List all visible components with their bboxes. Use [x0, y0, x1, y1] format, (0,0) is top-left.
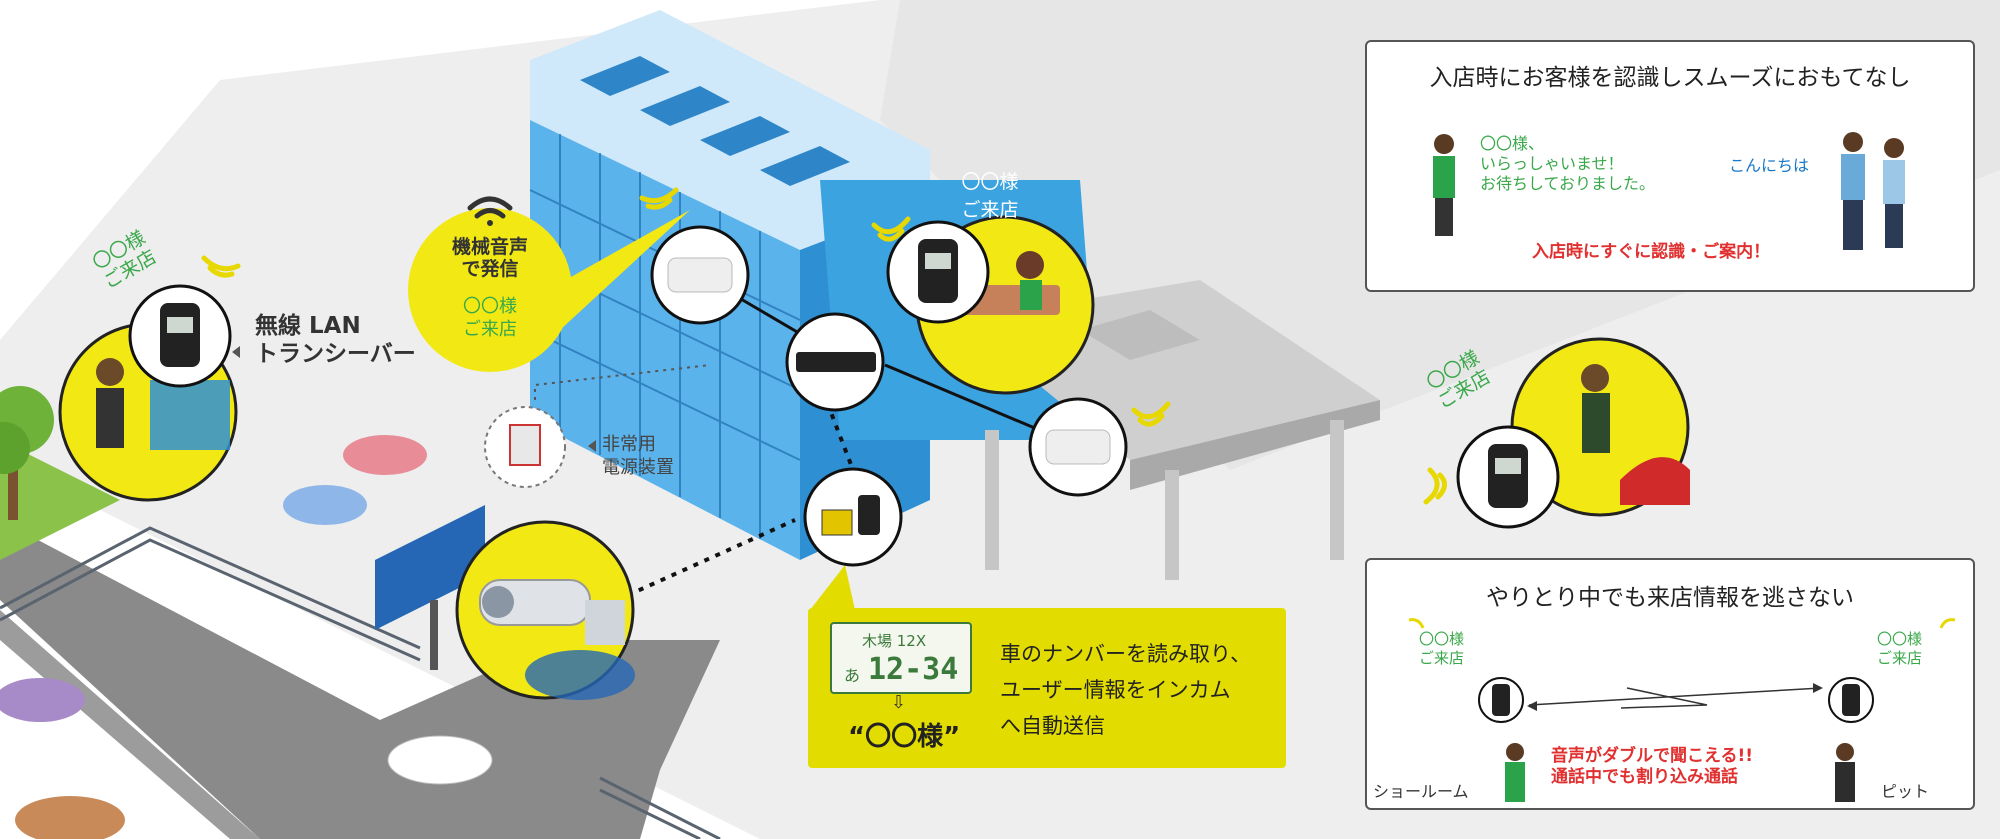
plate-hiragana: あ: [844, 666, 861, 685]
voice-bubble-text: 機械音声 で発信: [440, 236, 540, 280]
plate-top-text: 木場 12X: [862, 632, 927, 650]
panel-bottom-note: 音声がダブルで聞こえる!! 通話中でも割り込み通話: [1551, 746, 1753, 788]
access-point-icon: [667, 257, 733, 293]
plate-recognition-box: 木場 12X あ 12-34 ⇩ “〇〇様” 車のナンバーを読み取り、 ユーザー…: [808, 608, 1286, 768]
battery-circle: [803, 467, 903, 567]
transceiver-icon: [1478, 677, 1524, 723]
fence-left: [0, 526, 421, 662]
voice-bubble-guest: 〇〇様 ご来店: [440, 295, 540, 341]
staff-line1: 〇〇様、: [1480, 134, 1545, 153]
ups-label-line2: 電源装置: [602, 457, 674, 478]
sign-tower-text: 〇〇様 ご来店: [935, 168, 1045, 224]
plate-desc-line3: へ自動送信: [1000, 714, 1105, 738]
plate-result: “〇〇様”: [848, 722, 961, 752]
panel-entry-recognition: 入店時にお客様を認識しスムーズにおもてなし 〇〇様、 いらっしゃいませ！ お待ち…: [1365, 40, 1975, 292]
transceiver-icon: [1828, 677, 1874, 723]
staff-line2: いらっしゃいませ！: [1480, 154, 1624, 173]
panel-right-tag1: 〇〇様: [1877, 630, 1923, 648]
transceiver-label-line2: トランシーバー: [255, 341, 416, 367]
tree: [0, 386, 54, 520]
panel-top-title: 入店時にお客様を認識しスムーズにおもてなし: [1429, 65, 1911, 91]
voice-guest-line1: 〇〇様: [463, 296, 517, 317]
plate-desc-line2: ユーザー情報をインカム: [1000, 678, 1231, 702]
wifi-waves-panel: [1408, 618, 1956, 629]
voice-guest-line2: ご来店: [463, 319, 517, 340]
call-arrows: [1528, 687, 1822, 709]
customer-figures: [1841, 132, 1905, 250]
sign-guest-line1: 〇〇様: [961, 171, 1019, 193]
panel-right-tag2: ご来店: [1877, 649, 1923, 667]
note-line2: 通話中でも割り込み通話: [1551, 767, 1738, 787]
road: [0, 520, 720, 839]
panel-bottom-figures: [1408, 618, 1956, 802]
arrow-to-ups: [588, 440, 596, 452]
transceiver-circle-right: [1456, 425, 1560, 529]
road-lane: [0, 610, 260, 839]
voice-line1: 機械音声: [451, 236, 528, 258]
sign-guest-line2: ご来店: [961, 199, 1019, 221]
panel-top-figures: [1433, 132, 1905, 250]
plate-number: 12-34: [868, 652, 959, 687]
pit-label: ピット: [1881, 782, 1930, 801]
wifi-icon: [467, 196, 513, 226]
network-switch-icon: [796, 352, 876, 372]
transceiver-circle-left: [128, 284, 232, 388]
panel-left-tag: 〇〇様 ご来店: [1419, 630, 1464, 668]
plate-description: 車のナンバーを読み取り、 ユーザー情報をインカム へ自動送信: [1000, 636, 1251, 744]
panel-right-tag: 〇〇様 ご来店: [1877, 630, 1922, 668]
parked-cars: [0, 435, 493, 839]
transceiver-circle-sign: [886, 220, 990, 324]
battery-icon: [858, 495, 880, 535]
camera-icon: [479, 579, 625, 645]
staff-greeting: 〇〇様、 いらっしゃいませ！ お待ちしておりました。: [1480, 134, 1655, 194]
showroom-label: ショールーム: [1373, 782, 1469, 801]
grass: [0, 440, 120, 560]
plate-desc-line1: 車のナンバーを読み取り、: [1000, 642, 1252, 666]
voice-line2: で発信: [461, 258, 519, 280]
panel-left-tag1: 〇〇様: [1419, 630, 1465, 648]
arrow-to-transceiver: [232, 346, 240, 358]
transceiver-label: 無線 LAN トランシーバー: [255, 312, 416, 368]
plate-down-arrow: ⇩: [891, 692, 907, 713]
ups-label: 非常用 電源装置: [602, 433, 674, 479]
panel-left-tag2: ご来店: [1419, 649, 1465, 667]
staff-figure: [1433, 134, 1455, 236]
ups-label-line1: 非常用: [602, 434, 656, 455]
panel-top-note: 入店時にすぐに認識・ご案内！: [1532, 242, 1771, 262]
note-line1: 音声がダブルで聞こえる!!: [1551, 746, 1753, 766]
plate-box-pointer: [810, 565, 855, 610]
license-plate: 木場 12X あ 12-34: [830, 622, 972, 694]
panel-bottom-title: やりとり中でも来店情報を逃さない: [1486, 585, 1854, 611]
fence-bottom: [599, 776, 721, 839]
pit-staff-figure: [1835, 743, 1855, 802]
voice-bubble: [408, 208, 572, 372]
customer-greeting: こんにちは: [1729, 156, 1810, 175]
transceiver-label-line1: 無線 LAN: [255, 313, 361, 339]
panel-interrupt-call: やりとり中でも来店情報を逃さない 〇〇様 ご来店 〇: [1365, 558, 1975, 810]
staff-line3: お待ちしておりました。: [1480, 174, 1656, 193]
showroom-staff-figure: [1505, 743, 1525, 802]
billboard: [375, 505, 485, 670]
wifi-waves: [201, 187, 1447, 505]
access-point-icon: [1045, 429, 1111, 465]
